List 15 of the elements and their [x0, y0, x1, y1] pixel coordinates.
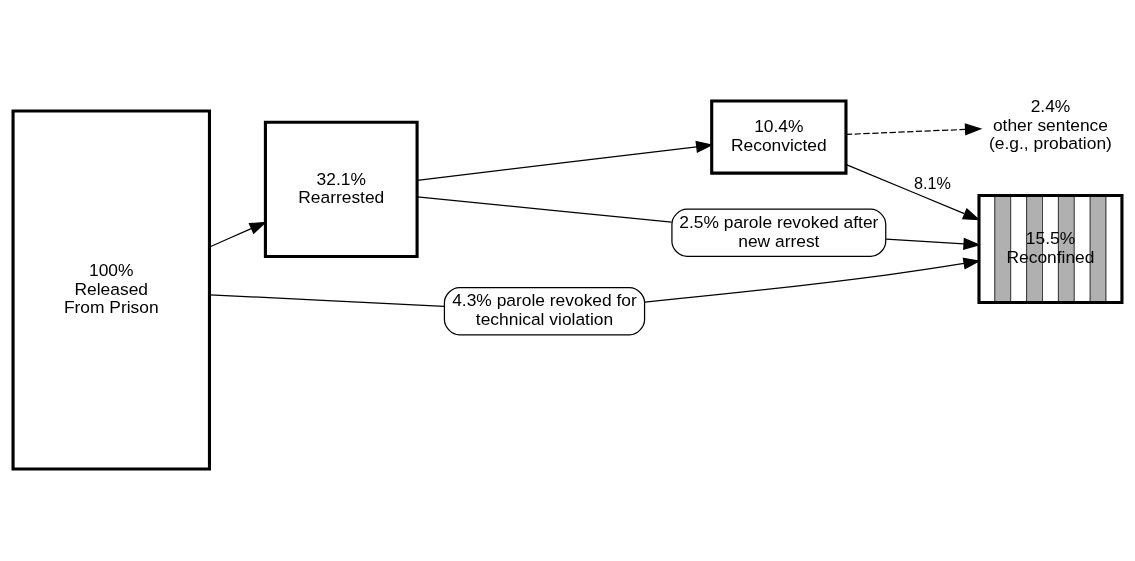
connector [209, 293, 445, 307]
arrow [644, 257, 981, 303]
node-text: 2.4% other sentence (e.g., probation) [989, 95, 1112, 153]
node-box: 10.4% Reconvicted [710, 99, 848, 175]
node-box: 32.1% Rearrested [263, 120, 419, 258]
arrow [885, 237, 981, 250]
node-box: 4.3% parole revoked for technical violation [443, 286, 646, 335]
edge-label: 8.1% [913, 173, 951, 192]
arrow [845, 163, 981, 220]
node-box: 100% Released From Prison [11, 108, 212, 471]
node-box: 2.5% parole revoked after new arrest [671, 208, 887, 257]
connector [416, 195, 673, 223]
arrow [209, 221, 267, 248]
arrow [845, 122, 983, 135]
arrow [416, 140, 714, 181]
